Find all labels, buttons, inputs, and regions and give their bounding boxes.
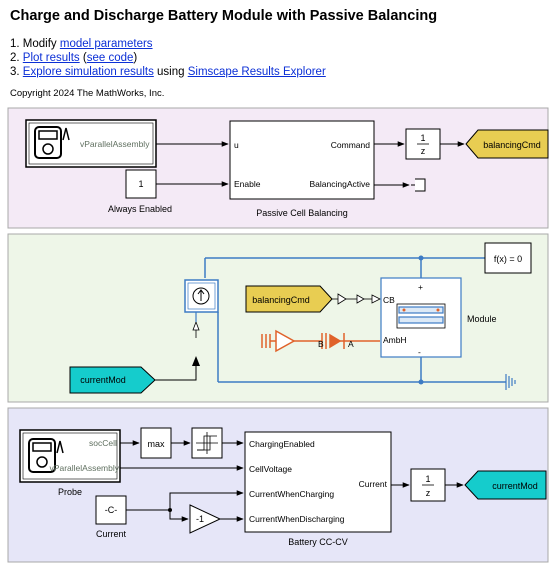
goto-balancing-tag: balancingCmd	[483, 140, 541, 150]
gain-block[interactable]: -1	[189, 504, 222, 534]
probe-caption: Probe	[58, 487, 82, 497]
panel1-signal-lines	[156, 141, 465, 188]
solver-configuration-block[interactable]: f(x) = 0	[484, 242, 532, 274]
gain-value: -1	[196, 514, 204, 524]
multimeter-icon	[28, 438, 64, 473]
explore-results-link[interactable]: Explore simulation results	[22, 66, 154, 78]
relay-block[interactable]	[191, 427, 223, 459]
module-caption: Module	[467, 314, 497, 324]
voltage-probe-block[interactable]: vParallelAssembly	[25, 119, 157, 168]
delay1-numerator: 1	[420, 133, 425, 143]
probe-port-label: vParallelAssembly	[80, 139, 150, 149]
cell-probe-block[interactable]: socCell vParallelAssembly	[19, 429, 121, 483]
battery-cccv-subsystem[interactable]: ChargingEnabled CellVoltage CurrentWhenC…	[244, 431, 392, 533]
branch-junction	[168, 508, 172, 512]
heat-flow-sensor-icon	[321, 333, 380, 349]
from-balancing-tag: balancingCmd	[252, 295, 310, 305]
module-plus-port: +	[418, 282, 423, 292]
step-1-prefix: 1. Modify	[10, 38, 60, 50]
plot-results-link[interactable]: Plot results	[22, 52, 80, 64]
unit-delay-current[interactable]: 1 z	[410, 468, 446, 502]
balancer-caption: Passive Cell Balancing	[256, 208, 348, 218]
balancer-port-u: u	[234, 140, 239, 150]
step-3-middle: using	[153, 66, 188, 78]
module-cb-port: CB	[383, 295, 395, 305]
max-block[interactable]: max	[140, 427, 172, 459]
from-current-tag: currentMod	[80, 375, 126, 385]
page-title: Charge and Discharge Battery Module with…	[10, 8, 438, 24]
step-2-suffix: )	[133, 52, 138, 64]
passive-balancing-subsystem[interactable]: u Enable Command BalancingActive	[229, 120, 375, 200]
ambient-temperature-icon	[261, 329, 322, 353]
solver-label: f(x) = 0	[494, 254, 522, 264]
model-parameters-link[interactable]: model parameters	[59, 38, 153, 50]
see-code-link[interactable]: see code	[86, 52, 134, 64]
thermal-port-b: B	[318, 339, 324, 349]
results-explorer-link[interactable]: Simscape Results Explorer	[187, 66, 326, 78]
module-minus-port: -	[418, 347, 421, 357]
thermal-port-a: A	[348, 339, 354, 349]
current-constant-caption: Current	[96, 529, 127, 539]
cccv-port-cell-voltage: CellVoltage	[249, 464, 292, 474]
hysteresis-icon	[196, 432, 218, 454]
junction-top	[418, 255, 424, 261]
step-2: 2. Plot results (see code)	[10, 51, 326, 65]
constant-one-caption: Always Enabled	[108, 204, 172, 214]
cccv-port-current-out: Current	[359, 479, 388, 489]
step-3-prefix: 3.	[10, 66, 23, 78]
current-constant-block[interactable]: -C-	[95, 495, 127, 525]
unit-delay-balancing[interactable]: 1 z	[405, 128, 441, 160]
step-2-prefix: 2.	[10, 52, 23, 64]
module-ambh-port: AmbH	[383, 335, 407, 345]
delay2-numerator: 1	[425, 474, 430, 484]
constant-one-value: 1	[138, 179, 143, 189]
from-current-mod[interactable]: currentMod	[69, 366, 156, 394]
probe2-port-vparallel: vParallelAssembly	[50, 463, 120, 473]
cccv-port-current-discharging: CurrentWhenDischarging	[249, 514, 345, 524]
copyright-text: Copyright 2024 The MathWorks, Inc.	[10, 88, 165, 99]
step-1: 1. Modify model parameters	[10, 37, 326, 51]
physical-connections	[204, 257, 506, 383]
max-label: max	[147, 439, 165, 449]
battery-cells-icon	[396, 303, 446, 329]
junction-bottom	[418, 379, 424, 385]
current-constant-value: -C-	[105, 505, 118, 515]
goto-current-tag: currentMod	[492, 481, 538, 491]
ground-icon	[505, 374, 516, 390]
cccv-port-current-charging: CurrentWhenCharging	[249, 489, 334, 499]
ps-converter-current	[192, 312, 200, 366]
balancer-port-enable: Enable	[234, 179, 261, 189]
battery-module-block[interactable]: + - CB AmbH	[380, 277, 462, 358]
cccv-caption: Battery CC-CV	[288, 537, 348, 547]
panel2-signal-lines	[155, 366, 197, 381]
delay2-denominator: z	[426, 488, 431, 498]
balancer-port-command: Command	[331, 140, 370, 150]
cb-signal-path	[332, 293, 381, 305]
instruction-steps: 1. Modify model parameters 2. Plot resul…	[10, 37, 326, 79]
constant-one-block[interactable]: 1	[125, 169, 157, 199]
current-source-block[interactable]	[184, 279, 219, 313]
terminator-block[interactable]	[411, 178, 426, 192]
step-3: 3. Explore simulation results using Sims…	[10, 65, 326, 79]
cccv-port-charging-enabled: ChargingEnabled	[249, 439, 315, 449]
from-balancing-cmd[interactable]: balancingCmd	[245, 285, 333, 313]
electrical-reference-block[interactable]	[505, 374, 516, 390]
thermal-network[interactable]: B A	[261, 329, 380, 353]
multimeter-icon	[34, 126, 70, 159]
goto-current-mod[interactable]: currentMod	[464, 470, 547, 500]
delay1-denominator: z	[421, 146, 426, 156]
current-source-icon	[192, 287, 210, 305]
step-2-middle: (	[79, 52, 87, 64]
goto-balancing-cmd[interactable]: balancingCmd	[465, 129, 549, 159]
probe2-port-soc: socCell	[89, 438, 117, 448]
balancer-port-active: BalancingActive	[310, 179, 371, 189]
panel3-signal-lines	[120, 440, 464, 522]
